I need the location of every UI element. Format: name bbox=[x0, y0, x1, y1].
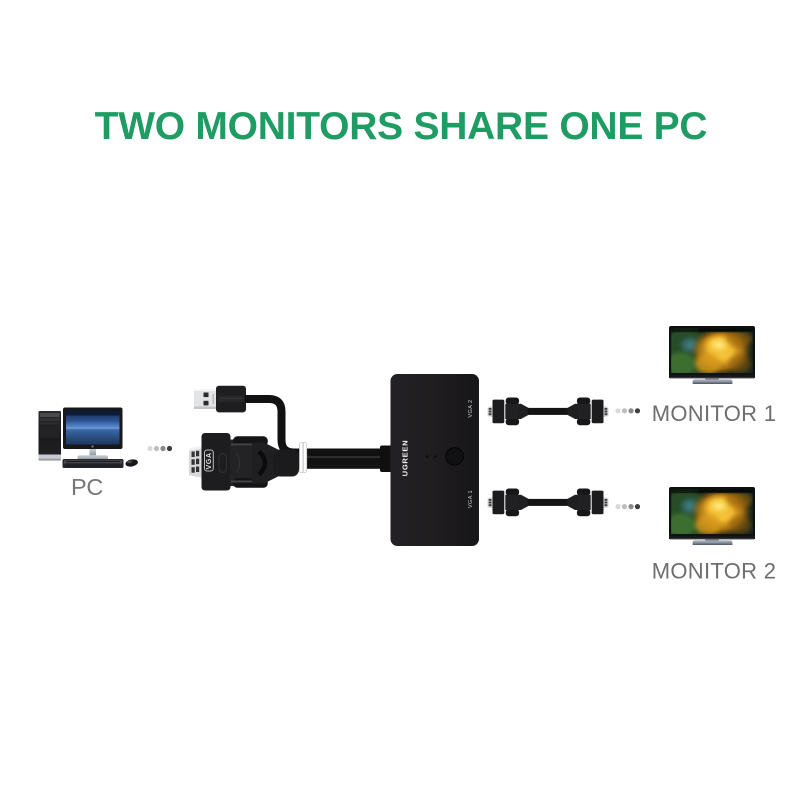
svg-text:UGREEN: UGREEN bbox=[401, 440, 410, 477]
svg-text:VGA: VGA bbox=[204, 452, 213, 469]
svg-text:VGA 1: VGA 1 bbox=[468, 490, 474, 508]
svg-text:PC: PC bbox=[71, 474, 103, 500]
svg-text:MONITOR 1: MONITOR 1 bbox=[652, 401, 777, 426]
svg-text:MONITOR 2: MONITOR 2 bbox=[652, 559, 777, 584]
svg-text:TWO MONITORS SHARE ONE PC: TWO MONITORS SHARE ONE PC bbox=[95, 105, 708, 148]
svg-text:VGA 2: VGA 2 bbox=[468, 399, 474, 417]
